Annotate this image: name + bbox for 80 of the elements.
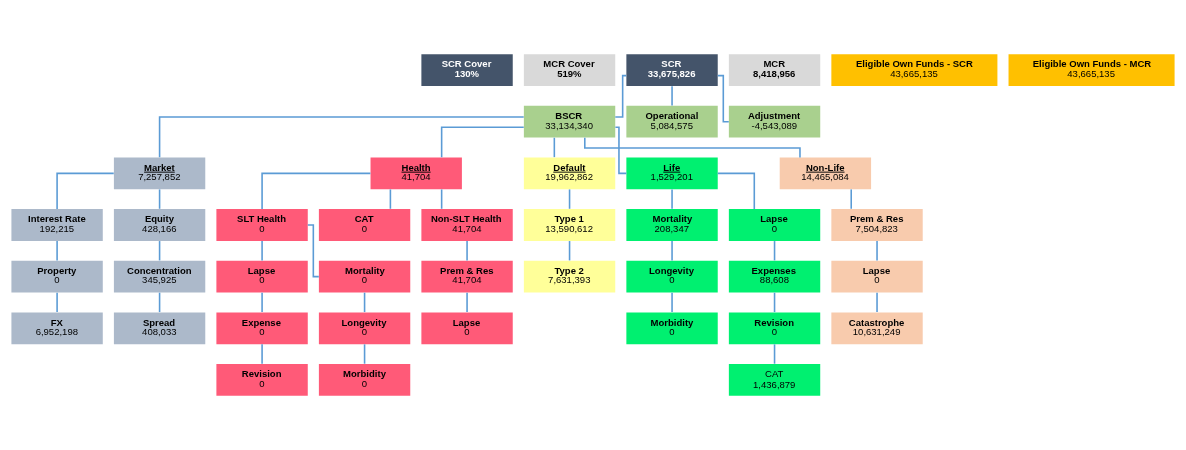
node-box: Lapse 0	[216, 260, 308, 293]
node-box: SLT Health 0	[216, 209, 308, 241]
node-box: Lapse 0	[421, 312, 513, 345]
connector	[158, 188, 161, 210]
node-box: Concentration 345,925	[113, 260, 206, 293]
connector	[850, 188, 852, 210]
connector	[671, 291, 673, 313]
connector	[568, 240, 571, 262]
connector	[876, 291, 878, 313]
connector	[568, 188, 571, 210]
connector	[363, 343, 366, 365]
connector	[261, 172, 372, 210]
connector	[389, 188, 392, 210]
connector	[671, 188, 673, 210]
node-box: Property 0	[11, 260, 103, 293]
connector	[158, 116, 525, 159]
node-box: Type 1 13,590,612	[523, 209, 616, 241]
node-box: SCR 33,675,826	[626, 54, 718, 86]
connector	[440, 126, 525, 159]
node-box: Equity 428,166	[113, 209, 206, 241]
connector	[773, 343, 776, 365]
connector	[466, 240, 468, 262]
node-box: Lapse 0	[831, 260, 923, 293]
node-box: BSCR 33,134,340	[523, 105, 616, 138]
node-box: Longevity 0	[318, 312, 411, 345]
connector	[876, 240, 878, 262]
connector	[773, 291, 776, 313]
connector	[158, 240, 161, 262]
node-box: MCR Cover 519%	[523, 54, 616, 86]
node-box: Prem & Res 7,504,823	[831, 209, 923, 241]
node-box: CAT 0	[318, 209, 411, 241]
node-box: Eligible Own Funds - MCR 43,665,135	[1008, 54, 1175, 86]
connector	[614, 126, 628, 175]
node-box: Spread 408,033	[113, 312, 206, 345]
connector	[261, 343, 263, 365]
node-box: MCR 8,418,956	[728, 54, 821, 86]
connector	[553, 136, 556, 158]
node-box: Eligible Own Funds - SCR 43,665,135	[831, 54, 998, 86]
node-box: Adjustment -4,543,089	[728, 105, 821, 138]
node-box: Mortality 208,347	[626, 209, 718, 241]
node-box: Mortality 0	[318, 260, 411, 293]
node-box: Expense 0	[216, 312, 308, 345]
connector	[261, 291, 263, 313]
node-box: Default 19,962,862	[523, 157, 616, 190]
connector	[56, 291, 58, 313]
node-box: Revision 0	[216, 364, 308, 396]
node-box: Revision 0	[728, 312, 821, 345]
node-box: Expenses 88,608	[728, 260, 821, 293]
connector	[261, 240, 263, 262]
node-box: Interest Rate 192,215	[11, 209, 103, 241]
connector	[671, 85, 673, 107]
connector	[773, 240, 776, 262]
connector	[56, 240, 58, 262]
node-box: Morbidity 0	[318, 364, 411, 396]
connector	[466, 291, 468, 313]
connector	[158, 291, 161, 313]
connector	[671, 240, 673, 262]
node-box: Market 7,257,852	[113, 157, 206, 190]
connector	[614, 74, 627, 118]
connector	[584, 137, 801, 159]
node-box: SCR Cover 130%	[421, 54, 513, 86]
node-box: Health 41,704	[370, 157, 462, 190]
node-box: Lapse 0	[728, 209, 821, 241]
connector	[440, 188, 443, 210]
connector	[307, 224, 320, 278]
node-box: Operational 5,084,575	[626, 105, 718, 138]
node-box: Catastrophe 10,631,249	[831, 312, 923, 345]
node-box: Life 1,529,201	[626, 157, 718, 190]
connector	[717, 74, 730, 123]
node-box: Type 2 7,631,393	[523, 260, 616, 293]
node-box: CAT 1,436,879	[728, 364, 821, 396]
connector	[363, 291, 366, 313]
node-box: FX 6,952,198	[11, 312, 103, 345]
node-box: Non-Life 14,465,084	[779, 157, 872, 190]
node-box: Morbidity 0	[626, 312, 718, 345]
node-box: Non-SLT Health 41,704	[421, 209, 513, 241]
node-box: Longevity 0	[626, 260, 718, 293]
connector	[56, 172, 115, 210]
node-box: Prem & Res 41,704	[421, 260, 513, 293]
connector	[716, 172, 756, 210]
